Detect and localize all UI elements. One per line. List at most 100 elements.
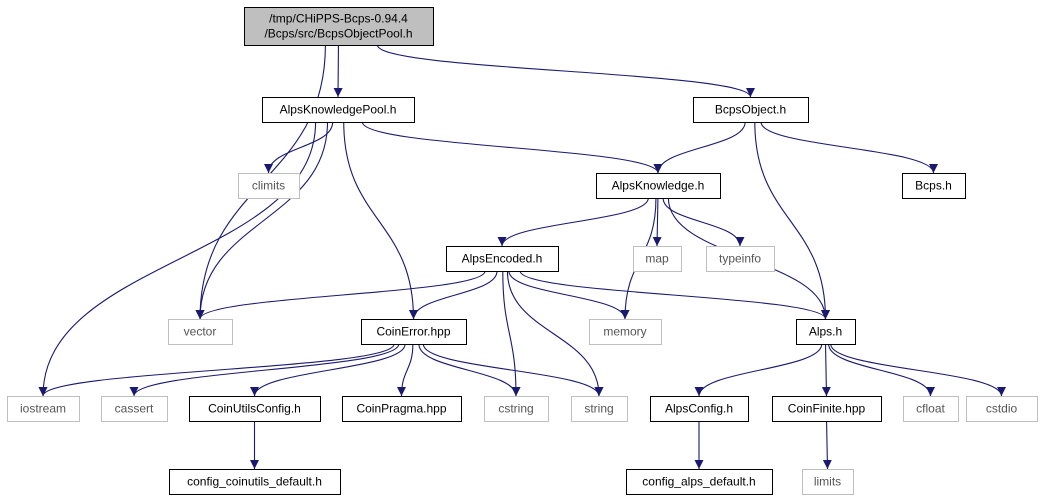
edge-alpsEncoded-to-memory xyxy=(508,270,630,320)
node-string-box xyxy=(571,396,628,422)
node-cfloat: cfloat xyxy=(903,396,959,422)
edge-alpsEncoded-to-string xyxy=(506,270,604,397)
node-string-label: string xyxy=(584,402,613,416)
node-root-box xyxy=(244,7,434,46)
edge-alpsEncoded-to-vector xyxy=(195,270,486,320)
node-alps[interactable]: Alps.h xyxy=(796,319,856,345)
node-memory-box xyxy=(589,319,662,345)
edge-alpsEncoded-to-cstring xyxy=(502,270,521,397)
edge-alpsKnowledgePool-to-vector xyxy=(195,121,329,320)
node-bcpsObject[interactable]: BcpsObject.h xyxy=(693,97,809,123)
edge-alpsKnowledgePool-to-iostream xyxy=(38,121,317,397)
node-configCoinutilsDefault-label: config_coinutils_default.h xyxy=(187,475,322,489)
node-alpsKnowledgePool-label: AlpsKnowledgePool.h xyxy=(280,103,397,117)
node-map-box xyxy=(633,246,682,272)
node-coinError[interactable]: CoinError.hpp xyxy=(361,319,467,345)
node-configAlpsDefault-box xyxy=(626,469,773,495)
edge-coinError-to-coinPragma xyxy=(397,343,414,397)
edge-alps-to-cstdio xyxy=(830,343,1006,397)
node-string: string xyxy=(571,396,628,422)
edge-alpsEncoded-to-alps xyxy=(519,270,830,320)
node-cstdio-label: cstdio xyxy=(986,402,1018,416)
node-alpsKnowledgePool[interactable]: AlpsKnowledgePool.h xyxy=(262,97,415,123)
node-alpsKnowledge-label: AlpsKnowledge.h xyxy=(612,179,705,193)
node-coinPragma[interactable]: CoinPragma.hpp xyxy=(342,396,462,422)
edge-root-to-bcpsObject xyxy=(376,44,755,98)
node-alps-label: Alps.h xyxy=(809,325,842,339)
edge-alps-to-alpsConfig xyxy=(694,343,823,397)
edges-layer xyxy=(38,44,1006,470)
node-coinUtilsConfig-label: CoinUtilsConfig.h xyxy=(208,402,301,416)
node-cstdio-box xyxy=(966,396,1038,422)
node-alpsConfig[interactable]: AlpsConfig.h xyxy=(650,396,749,422)
node-limits: limits xyxy=(802,469,854,495)
edge-alpsEncoded-to-coinError xyxy=(409,270,498,320)
edge-alpsKnowledgePool-to-climits xyxy=(264,121,334,174)
node-vector-label: vector xyxy=(184,325,217,339)
edge-alpsKnowledgePool-to-alpsKnowledge xyxy=(361,121,663,174)
node-limits-box xyxy=(802,469,854,495)
node-bcps-label: Bcps.h xyxy=(915,179,952,193)
node-memory: memory xyxy=(589,319,662,345)
node-bcpsObject-box xyxy=(693,97,809,123)
node-coinError-box xyxy=(361,319,467,345)
node-root-label: /tmp/CHiPPS-Bcps-0.94.4 xyxy=(269,12,408,26)
node-alpsEncoded-box xyxy=(446,246,559,272)
node-coinUtilsConfig[interactable]: CoinUtilsConfig.h xyxy=(189,396,321,422)
edge-coinError-to-cassert xyxy=(129,343,400,397)
node-coinFinite-box xyxy=(772,396,882,422)
node-root[interactable]: /tmp/CHiPPS-Bcps-0.94.4/Bcps/src/BcpsObj… xyxy=(244,7,434,46)
node-coinPragma-label: CoinPragma.hpp xyxy=(356,402,446,416)
node-alpsKnowledge[interactable]: AlpsKnowledge.h xyxy=(596,173,721,199)
node-climits-label: climits xyxy=(252,179,285,193)
edge-alpsKnowledge-to-map xyxy=(652,197,662,247)
node-cstring-box xyxy=(484,396,549,422)
node-alpsConfig-box xyxy=(650,396,749,422)
node-map-label: map xyxy=(645,252,669,266)
node-alpsConfig-label: AlpsConfig.h xyxy=(665,402,733,416)
edge-coinFinite-to-limits xyxy=(822,420,832,470)
edge-bcpsObject-to-alpsKnowledge xyxy=(653,121,746,174)
node-iostream-label: iostream xyxy=(20,402,66,416)
node-cassert-box xyxy=(101,396,168,422)
node-typeinfo-box xyxy=(706,246,775,272)
node-iostream: iostream xyxy=(7,396,80,422)
edge-coinError-to-cstring xyxy=(418,343,521,397)
edge-alpsKnowledgePool-to-coinError xyxy=(343,121,418,320)
node-alpsEncoded-label: AlpsEncoded.h xyxy=(462,252,543,266)
node-limits-label: limits xyxy=(814,475,841,489)
edge-coinError-to-iostream xyxy=(38,343,395,397)
node-configAlpsDefault-label: config_alps_default.h xyxy=(642,475,755,489)
node-coinPragma-box xyxy=(342,396,462,422)
node-typeinfo-label: typeinfo xyxy=(719,252,761,266)
node-bcps[interactable]: Bcps.h xyxy=(902,173,966,199)
node-typeinfo: typeinfo xyxy=(706,246,775,272)
node-alpsKnowledge-box xyxy=(596,173,721,199)
node-coinError-label: CoinError.hpp xyxy=(376,325,450,339)
edge-alps-to-coinFinite xyxy=(821,343,831,397)
node-root-label: /Bcps/src/BcpsObjectPool.h xyxy=(264,27,412,41)
node-alpsKnowledgePool-box xyxy=(262,97,415,123)
node-iostream-box xyxy=(7,396,80,422)
node-coinUtilsConfig-box xyxy=(189,396,321,422)
node-cassert: cassert xyxy=(101,396,168,422)
edge-alps-to-cfloat xyxy=(828,343,935,397)
node-coinFinite[interactable]: CoinFinite.hpp xyxy=(772,396,882,422)
node-bcps-box xyxy=(902,173,966,199)
edge-alpsKnowledge-to-typeinfo xyxy=(662,197,745,247)
node-alpsEncoded[interactable]: AlpsEncoded.h xyxy=(446,246,559,272)
node-cfloat-box xyxy=(903,396,959,422)
node-configCoinutilsDefault-box xyxy=(169,469,341,495)
node-cstring-label: cstring xyxy=(498,402,533,416)
edge-alpsKnowledge-to-alpsEncoded xyxy=(497,197,649,247)
node-configAlpsDefault[interactable]: config_alps_default.h xyxy=(626,469,773,495)
node-bcpsObject-label: BcpsObject.h xyxy=(715,103,786,117)
node-configCoinutilsDefault[interactable]: config_coinutils_default.h xyxy=(169,469,341,495)
node-vector-box xyxy=(168,319,233,345)
node-cfloat-label: cfloat xyxy=(916,402,945,416)
edge-bcpsObject-to-alps xyxy=(754,121,830,320)
node-cstring: cstring xyxy=(484,396,549,422)
edge-coinError-to-string xyxy=(422,343,604,397)
edge-coinError-to-coinUtilsConfig xyxy=(250,343,406,397)
